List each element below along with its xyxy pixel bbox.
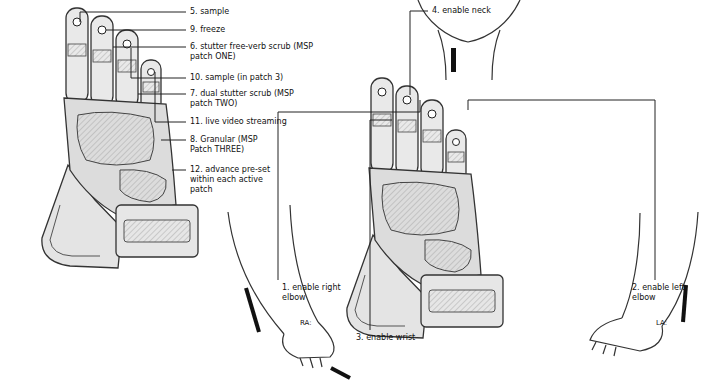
callout-label: 12. advance pre-set within each active p… (190, 165, 285, 195)
drawing-stroke (138, 94, 186, 95)
drawing-stroke (468, 100, 655, 280)
drawing-stroke (410, 11, 428, 95)
drawing-stroke (592, 342, 616, 356)
drawing-stroke (113, 47, 186, 48)
drawing-stroke (131, 48, 186, 78)
callout-label: 1. enable right elbow (282, 283, 342, 303)
left-arm (590, 212, 698, 356)
drawing-stroke (418, 0, 520, 42)
drawing-stroke (228, 212, 284, 334)
callout-label: 7. dual stutter scrub (MSP patch TWO) (190, 89, 300, 109)
drawing-stroke (283, 322, 334, 358)
drawing-stroke (662, 212, 698, 326)
callout-label: 5. sample (190, 7, 229, 17)
callout-label: 8. Granular (MSP Patch THREE) (190, 135, 280, 155)
drawing-stroke (161, 140, 186, 141)
callout-label: 9. freeze (190, 25, 225, 35)
drawing-stroke (590, 318, 663, 351)
elbow-sensor (246, 288, 259, 332)
drawing-stroke (80, 12, 186, 22)
callout-label: 3. enable wrist (356, 333, 415, 343)
drawing-stroke (370, 120, 392, 330)
drawing-stroke (622, 213, 640, 318)
callout-label: LA: (656, 318, 667, 328)
leader-lines (278, 11, 655, 330)
glove-front (347, 78, 503, 338)
leader-lines (80, 12, 186, 170)
drawing-stroke (438, 30, 446, 80)
callout-label: 2. enable left elbow (632, 283, 690, 303)
callout-label: 11. live video streaming (190, 117, 287, 127)
wrist-sensor (331, 368, 350, 378)
drawing-stroke (155, 72, 186, 122)
drawing-stroke (172, 170, 186, 171)
callout-label: 4. enable neck (432, 6, 491, 16)
glove-back (42, 8, 198, 268)
callout-label: 10. sample (in patch 3) (190, 73, 283, 83)
drawing-stroke (278, 100, 420, 280)
callout-label: RA: (300, 318, 312, 328)
drawing-stroke (300, 358, 322, 368)
drawing-stroke (290, 205, 318, 322)
callout-label: 6. stutter free-verb scrub (MSP patch ON… (190, 42, 325, 62)
drawing-stroke (492, 30, 500, 80)
neck (418, 0, 520, 80)
neck-sensor (451, 48, 456, 72)
drawing-stroke (106, 30, 186, 31)
